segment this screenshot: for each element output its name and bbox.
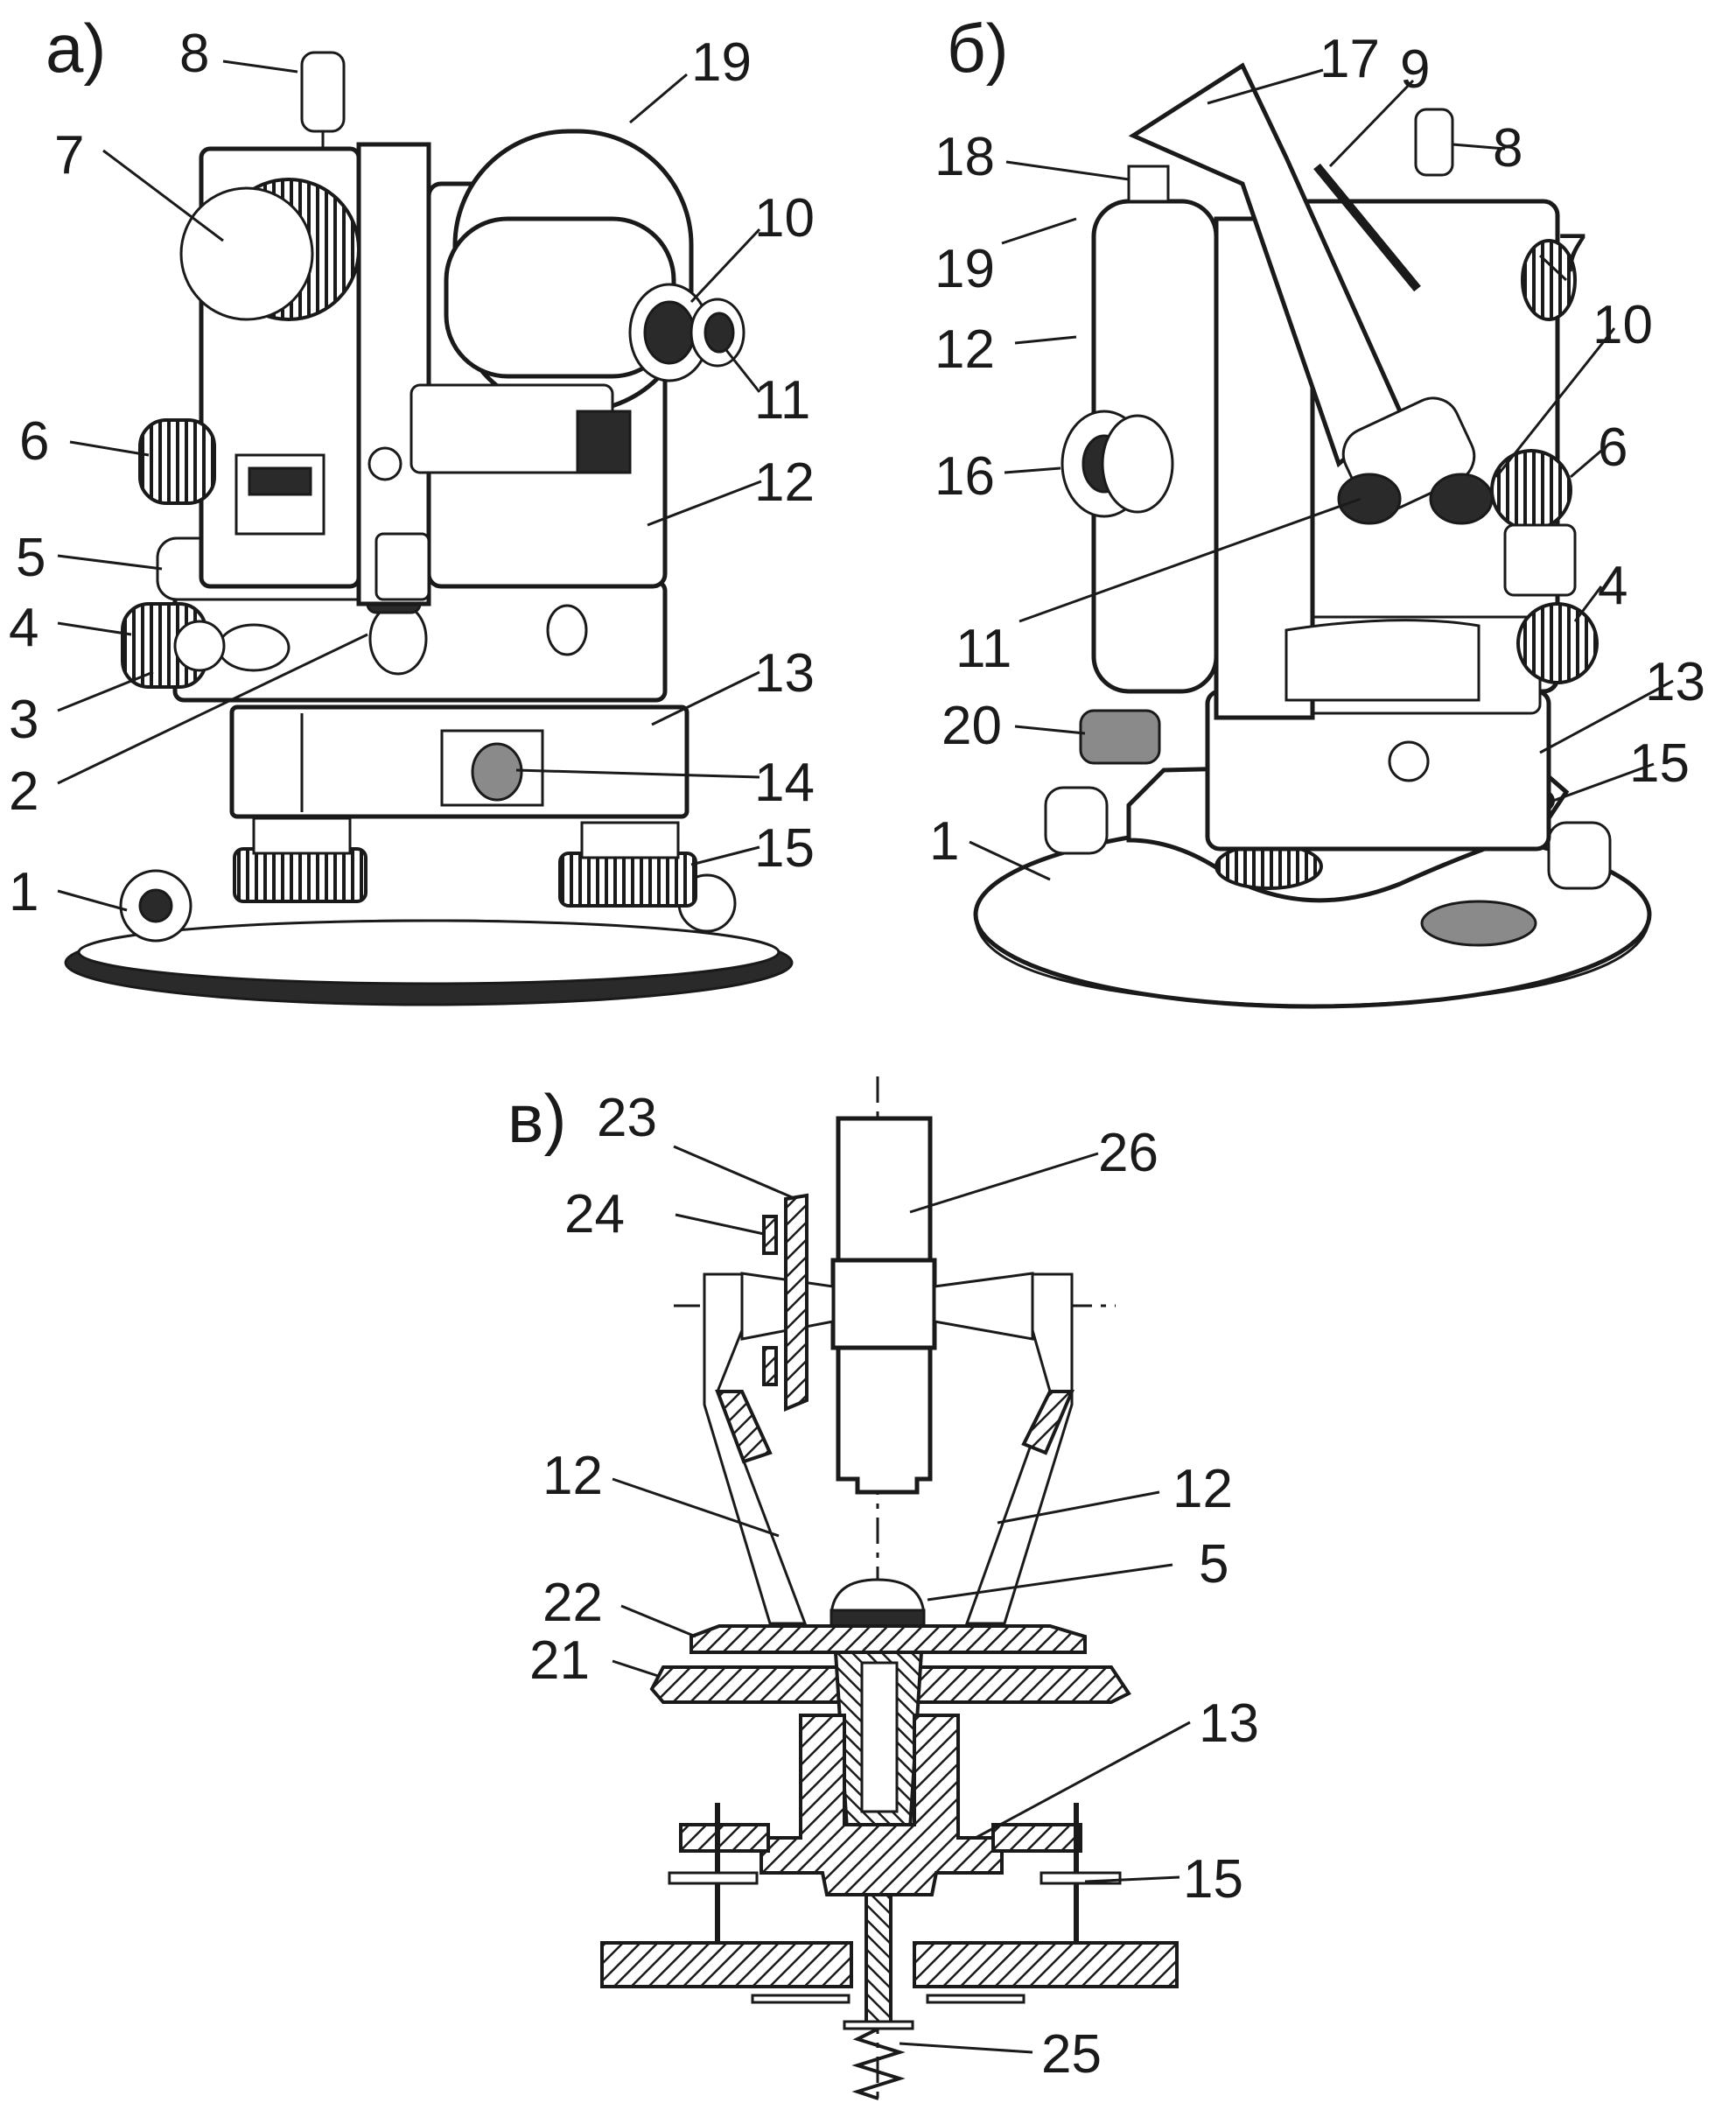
label-c-21: 21 [529, 1630, 590, 1691]
label-b-16: 16 [934, 446, 995, 507]
label-b-12: 12 [934, 319, 995, 380]
label-c-24: 24 [564, 1184, 625, 1244]
panel-b-callouts [969, 68, 1674, 881]
knob-20 [1079, 709, 1161, 765]
label-c-5: 5 [1199, 1534, 1228, 1595]
foot-screw-left [233, 847, 368, 903]
upright-left [703, 1272, 808, 1625]
label-b-4: 4 [1598, 556, 1628, 616]
label-b-18: 18 [934, 127, 995, 187]
label-c-26: 26 [1098, 1123, 1158, 1183]
panel-c-callouts [612, 1145, 1191, 2054]
label-a-10: 10 [754, 188, 815, 249]
label-b-20: 20 [942, 696, 1002, 756]
label-b-13: 13 [1645, 652, 1705, 712]
label-a-3: 3 [9, 690, 38, 750]
label-a-12: 12 [754, 452, 815, 513]
label-b-9: 9 [1400, 39, 1430, 100]
theodolite-schematic [600, 1076, 1179, 2100]
knob-6 [138, 418, 216, 505]
label-c-13: 13 [1199, 1693, 1259, 1754]
pin-8 [300, 51, 346, 133]
label-a-1: 1 [9, 862, 38, 922]
label-b-1: 1 [929, 811, 959, 872]
vertical-circle-23 [784, 1193, 808, 1412]
panel-b: б) [929, 10, 1705, 1009]
label-a-19: 19 [691, 32, 752, 93]
label-a-4: 4 [9, 598, 38, 658]
label-c-12-right: 12 [1172, 1459, 1233, 1519]
panel-c: в) [508, 1076, 1259, 2100]
label-b-17: 17 [1320, 29, 1380, 89]
panel-a: а) [9, 10, 815, 1006]
label-c-23: 23 [597, 1088, 657, 1148]
label-b-6: 6 [1598, 417, 1628, 478]
tribrach-13 [760, 1714, 1004, 1896]
label-a-15: 15 [754, 818, 815, 879]
axle-block [830, 1258, 937, 1350]
label-b-19: 19 [934, 239, 995, 299]
upright-right [964, 1272, 1074, 1625]
base-plate-c [600, 1941, 853, 1988]
panel-b-labels: 17 9 18 8 19 7 12 10 16 6 11 4 13 20 15 … [929, 29, 1705, 872]
label-a-8: 8 [179, 24, 209, 84]
scale-24-upper [762, 1215, 778, 1255]
label-a-2: 2 [9, 761, 38, 822]
label-a-5: 5 [16, 528, 46, 588]
panel-c-labels: 23 26 24 12 12 5 22 21 13 15 25 [529, 1088, 1259, 2085]
label-b-7: 7 [1558, 223, 1587, 284]
knob-b-6 [1490, 449, 1572, 531]
knob-b-4 [1516, 602, 1599, 684]
alidade-plate-22 [690, 1624, 1087, 1654]
label-b-10: 10 [1592, 295, 1653, 355]
foot-screw-right [558, 852, 697, 908]
rod-9 [1313, 163, 1421, 292]
label-a-6: 6 [19, 411, 49, 472]
label-b-8: 8 [1493, 118, 1522, 179]
part-18 [1127, 165, 1170, 203]
label-b-15: 15 [1629, 733, 1690, 794]
label-c-15: 15 [1183, 1849, 1243, 1910]
label-b-11: 11 [956, 619, 1012, 679]
foot-screw-15-left [668, 1871, 759, 1885]
theodolite-front-view [64, 51, 794, 1006]
column-front [356, 142, 431, 606]
eyepiece-10 [643, 300, 696, 365]
panel-a-labels: 8 19 7 10 11 6 12 5 4 3 13 2 14 15 1 [9, 24, 815, 922]
base-lug-b-right [1547, 821, 1612, 890]
panel-c-letter: в) [508, 1080, 566, 1157]
base-lug-b-left [1044, 786, 1109, 855]
label-c-12-left: 12 [542, 1446, 603, 1506]
label-a-13: 13 [754, 643, 815, 704]
pin-b-8 [1414, 108, 1454, 177]
central-screw [864, 1893, 892, 2028]
label-c-25: 25 [1041, 2024, 1102, 2085]
label-a-7: 7 [54, 125, 84, 186]
label-a-14: 14 [754, 753, 815, 813]
label-c-22: 22 [542, 1573, 603, 1633]
scale-24-lower [762, 1346, 778, 1386]
spring-25 [851, 2027, 906, 2100]
level-5 [830, 1578, 926, 1616]
label-a-11: 11 [754, 370, 810, 431]
knob-b-7 [1521, 239, 1577, 321]
panel-b-letter: б) [947, 10, 1009, 87]
panel-a-letter: а) [46, 10, 106, 87]
panel-a-callouts [57, 60, 762, 912]
theodolite-rear-view [973, 62, 1652, 1009]
